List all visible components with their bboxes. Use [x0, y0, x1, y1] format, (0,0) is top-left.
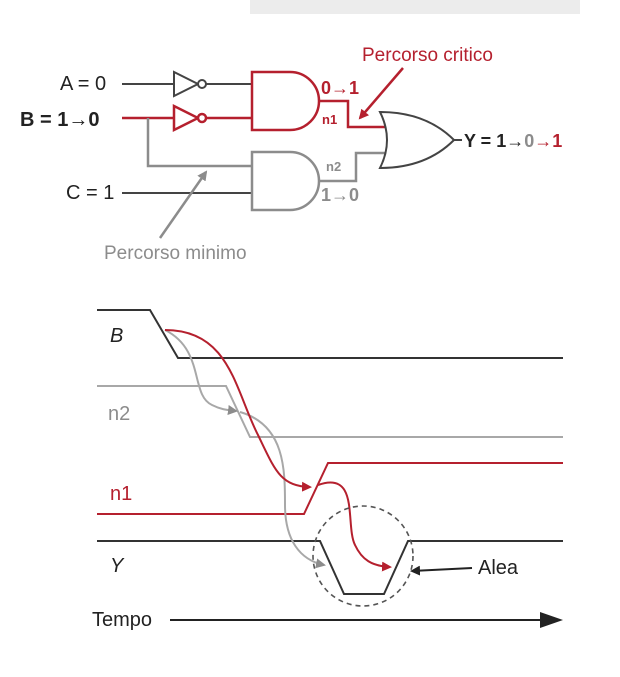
output-y-label: Y = 1→0→1 [464, 131, 562, 151]
or-gate [378, 110, 456, 170]
input-c-label: C = 1 [66, 182, 114, 204]
and-gate-2 [250, 150, 321, 212]
inverter-a [173, 70, 201, 98]
output-y-end: 1 [552, 131, 562, 151]
minimal-path-arrow [158, 170, 208, 239]
signal-n1-waveform [97, 462, 563, 515]
causal-curve-b-to-n1 [164, 329, 312, 492]
hazard-circle [312, 505, 414, 607]
signal-b-waveform [97, 309, 563, 359]
input-b-label: B = 1→0 [20, 109, 99, 131]
inverter-a-bubble [197, 79, 207, 89]
circuit-schematic: A = 0 B = 1→0 C = 1 0→1 n1 n2 1→0 [20, 45, 562, 264]
wire-b-branch [146, 118, 252, 168]
critical-path-arrow [358, 67, 404, 120]
inverter-b [172, 103, 201, 133]
input-a-label: A = 0 [60, 73, 106, 95]
output-y-mid: 0 [524, 131, 534, 151]
signal-y-waveform [97, 540, 563, 595]
critical-path-label: Percorso critico [362, 45, 493, 66]
time-axis-arrowhead [540, 612, 563, 628]
n1-node-label: n1 [322, 112, 337, 127]
causal-curve-b-to-n2 [164, 329, 238, 415]
signal-b-label: B [110, 325, 123, 347]
signal-y-label: Y [110, 555, 125, 577]
top-shadow-bar [250, 0, 580, 14]
signal-n2-waveform [97, 385, 563, 438]
causal-curve-n2-to-y [239, 411, 326, 569]
and-gate-1 [250, 70, 321, 132]
output-y-arrow: → [534, 131, 552, 151]
output-y-prefix: Y = 1→ [464, 131, 524, 151]
wire-n1 [319, 99, 390, 129]
signal-n2-label: n2 [108, 403, 130, 425]
minimal-path-label: Percorso minimo [104, 243, 247, 264]
n2-node-label: n2 [326, 159, 341, 174]
n2-transition-label: 1→0 [321, 185, 359, 205]
n1-transition-label: 0→1 [321, 78, 359, 98]
causal-curve-n1-to-y [317, 481, 392, 572]
hazard-arrow [410, 565, 473, 576]
wire-n2 [319, 151, 390, 183]
signal-n1-label: n1 [110, 483, 132, 505]
time-axis-label: Tempo [92, 609, 152, 631]
timing-diagram: B n2 n1 Y Alea Tempo [92, 309, 563, 631]
inverter-b-bubble [196, 112, 208, 124]
hazard-label: Alea [478, 557, 519, 579]
